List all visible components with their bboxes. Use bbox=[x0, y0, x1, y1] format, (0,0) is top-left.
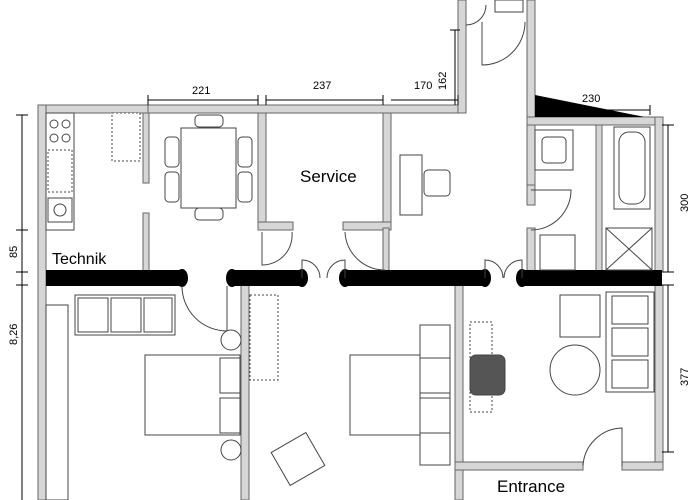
kitchen bbox=[45, 112, 141, 231]
bathroom bbox=[494, 0, 653, 271]
dimension-8-26: 8,26 bbox=[8, 324, 20, 345]
bedroom-1 bbox=[45, 294, 326, 500]
room-label-entrance: Entrance bbox=[497, 477, 565, 496]
kitchen-cabinet bbox=[111, 112, 141, 162]
bedroom-2 bbox=[349, 321, 506, 466]
round-table bbox=[549, 344, 601, 396]
walls bbox=[37, 0, 664, 500]
dimension-230: 230 bbox=[582, 93, 600, 105]
dimension-237: 237 bbox=[313, 80, 331, 92]
bearing-wall bbox=[46, 269, 662, 287]
dimension-300: 300 bbox=[679, 194, 691, 212]
room-label-technik: Technik bbox=[52, 251, 107, 268]
desk bbox=[399, 154, 451, 216]
room-label-service: Service bbox=[300, 167, 357, 186]
wall-wedge bbox=[535, 95, 645, 117]
living bbox=[549, 291, 655, 396]
dimension-170: 170 bbox=[414, 80, 432, 92]
armchair bbox=[559, 294, 601, 338]
dimension-221: 221 bbox=[192, 85, 210, 97]
dimension-lines bbox=[16, 29, 674, 500]
dimension-162: 162 bbox=[437, 72, 449, 90]
dimension-85: 85 bbox=[8, 246, 20, 258]
dining-table bbox=[164, 114, 253, 221]
dimension-377: 377 bbox=[679, 368, 691, 386]
doors bbox=[181, 4, 623, 467]
